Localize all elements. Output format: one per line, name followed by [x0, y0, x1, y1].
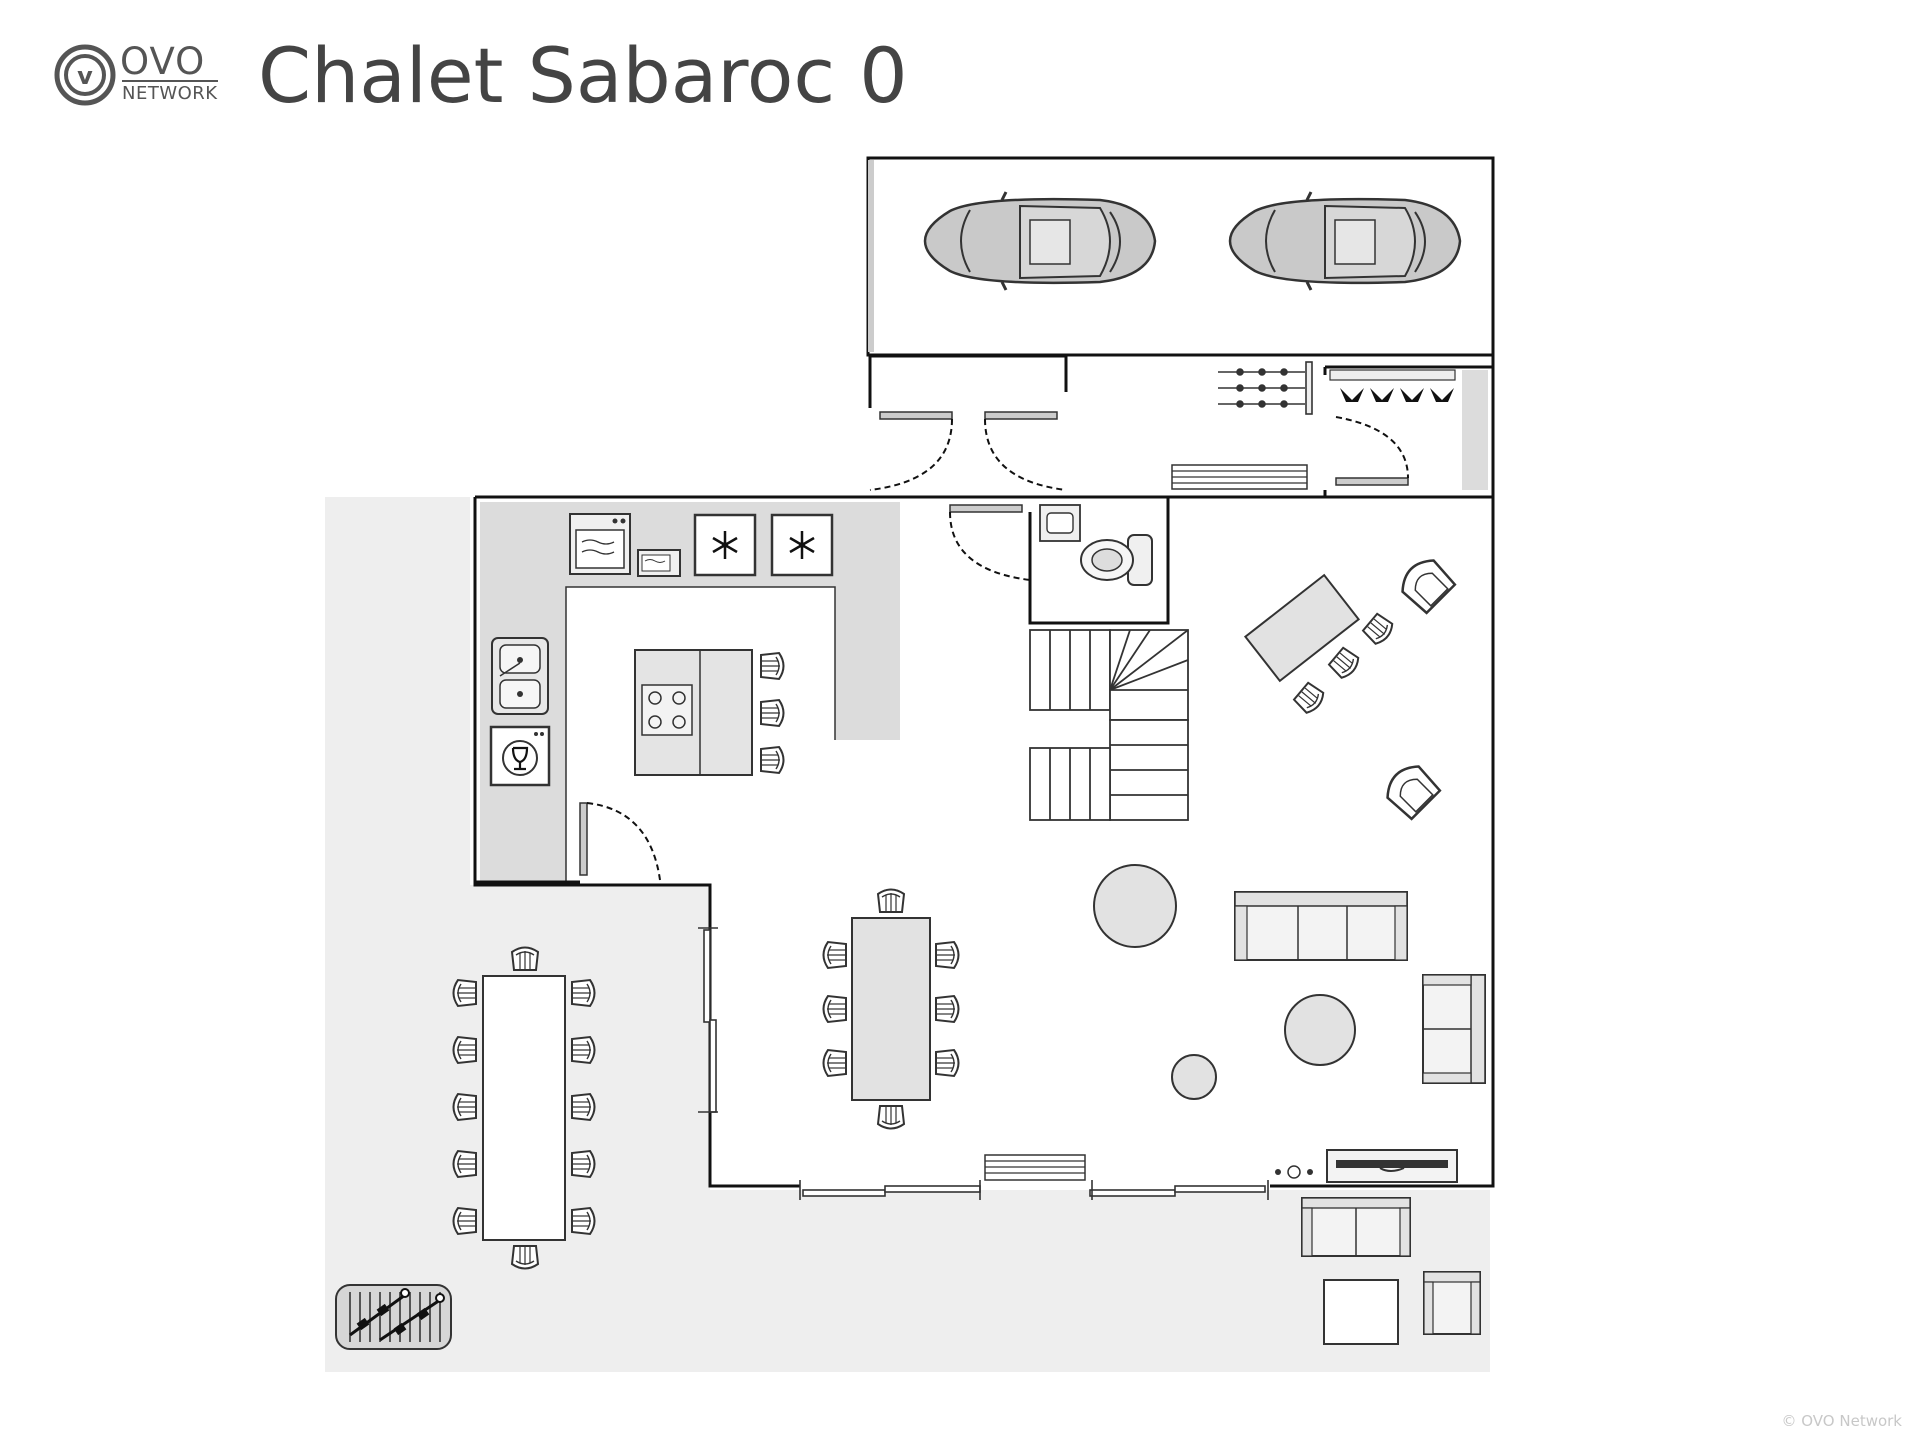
barbecue-icon: [335, 1284, 452, 1350]
ski-room: [1171, 361, 1493, 497]
kitchen-island: [634, 649, 753, 776]
sofa: [1422, 974, 1486, 1084]
bench: [1171, 464, 1308, 490]
ovo-logo-icon[interactable]: v OVO NETWORK: [54, 42, 224, 112]
garage-entry: [868, 354, 1068, 491]
dining-table: [822, 888, 960, 1130]
oven-icon: [569, 513, 631, 575]
logo-sub: NETWORK: [122, 83, 218, 104]
coffee-table: [1284, 994, 1356, 1066]
door-leaf[interactable]: [949, 504, 1023, 513]
tv-unit: [1275, 1149, 1458, 1183]
stool: [1171, 1054, 1217, 1100]
header: v OVO NETWORK Chalet Sabaroc 0: [0, 0, 1920, 140]
sink-icon: [491, 637, 549, 715]
logo-mark: v: [54, 44, 116, 106]
logo-word: OVO: [120, 40, 206, 83]
side-table: [1093, 864, 1177, 948]
copyright: © OVO Network: [1781, 1412, 1902, 1430]
patio-doors[interactable]: [799, 1180, 1269, 1200]
outdoor-table: [1323, 1279, 1399, 1345]
ski-rack-icon: [1218, 361, 1313, 415]
door-leaf[interactable]: [579, 802, 588, 876]
wine-glass-icon: [511, 746, 529, 771]
outdoor-dining-table: [452, 946, 596, 1270]
freezer: [693, 513, 834, 577]
microwave-icon: [637, 549, 681, 577]
exterior-walls: [473, 355, 1495, 1188]
outdoor-armchair: [1423, 1271, 1481, 1335]
logo-mark-letter: v: [77, 62, 93, 90]
bench: [984, 1154, 1086, 1181]
logo-divider: [122, 80, 218, 82]
door-leaf[interactable]: [879, 411, 953, 420]
toilet-icon: [1080, 534, 1153, 586]
car-icon: [923, 190, 1157, 292]
patio-door-west[interactable]: [698, 927, 718, 1113]
staircase: [1029, 629, 1189, 821]
armchair: [1401, 559, 1457, 615]
door-leaf[interactable]: [984, 411, 1058, 420]
door-leaf[interactable]: [1335, 477, 1409, 486]
outdoor-sofa: [1301, 1197, 1411, 1257]
armchair: [1386, 765, 1442, 821]
ski-boot-icon: [1329, 369, 1456, 402]
terrace-west: [325, 497, 470, 1372]
garage: [866, 156, 1495, 357]
dishwasher: [489, 725, 551, 787]
breakfast-table: [1243, 573, 1397, 717]
wc: [949, 497, 1170, 625]
kitchen: [475, 502, 900, 884]
car-icon: [1228, 190, 1462, 292]
sofa: [1234, 891, 1408, 961]
page-title: Chalet Sabaroc 0: [258, 31, 908, 120]
